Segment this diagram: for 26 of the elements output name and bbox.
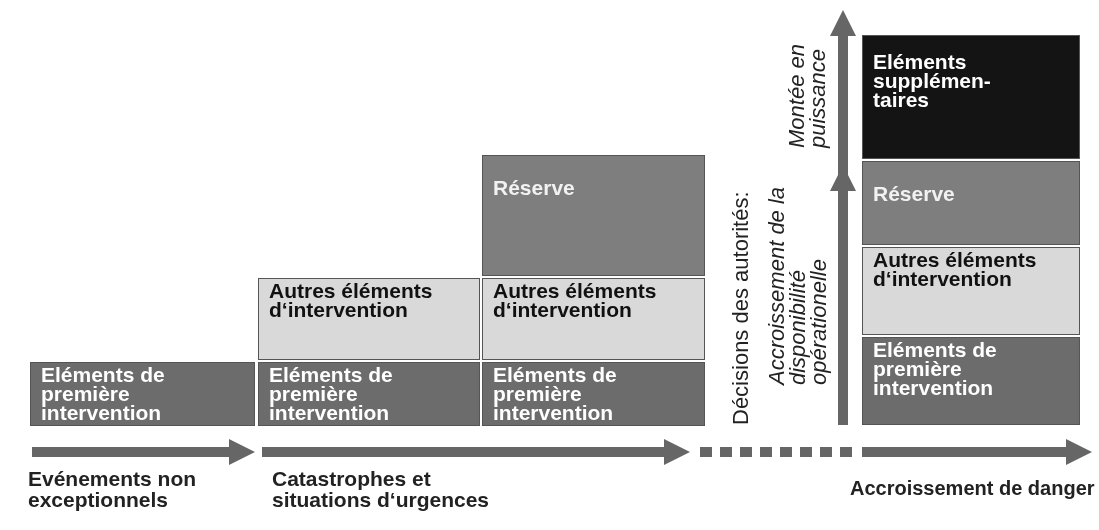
axis-caption: Evénements non exceptionnels (28, 468, 198, 510)
reserve-block (862, 161, 1080, 245)
block-text: Eléments supplémen- taires (873, 52, 992, 109)
block-text: Eléments de première intervention (493, 365, 618, 422)
block-text: Eléments de première intervention (873, 340, 998, 397)
reserve-block (482, 155, 705, 276)
vertical-caption: Accroissement de la disponibilité opérationelle (766, 185, 829, 385)
element-block (30, 362, 255, 426)
element-block (258, 278, 480, 360)
element-block (482, 362, 705, 426)
axis-caption: Catastrophes et situations d‘urgences (272, 468, 491, 510)
block-text: Autres éléments d‘intervention (493, 281, 658, 319)
block-text: Réserve (493, 178, 576, 197)
block-text: Eléments de première intervention (41, 365, 166, 422)
block-text: Eléments de première intervention (269, 365, 394, 422)
element-block (862, 337, 1080, 425)
element-block (482, 278, 705, 360)
element-block (258, 362, 480, 426)
element-block (862, 35, 1080, 159)
block-text: Autres éléments d‘intervention (269, 281, 434, 319)
block-text: Autres éléments d‘intervention (873, 250, 1038, 288)
axis-caption: Accroissement de danger (850, 478, 1096, 499)
block-text: Réserve (873, 184, 956, 203)
vertical-caption: Montée en puissance (786, 43, 828, 148)
element-block (862, 247, 1080, 335)
vertical-caption: Décisions des autorités: (730, 190, 751, 425)
